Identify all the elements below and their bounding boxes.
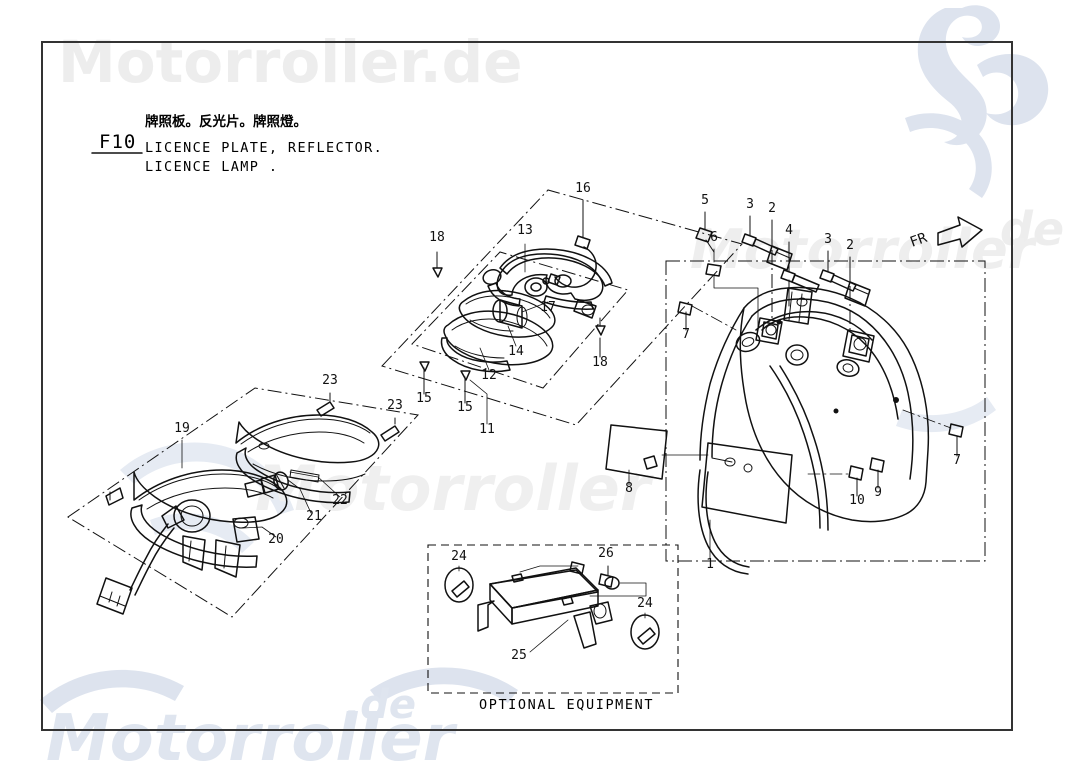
callout-number: 1 [706, 557, 714, 572]
fender-boundary [665, 260, 986, 562]
leader-lines-reflector [181, 439, 341, 538]
orientation-indicator: FR [908, 216, 983, 251]
part-23-screws [316, 392, 400, 442]
callout-number: 6 [710, 230, 718, 245]
callout-number: 11 [479, 422, 495, 437]
watermark-top: Motorroller.de [58, 28, 523, 96]
part-15-screws [419, 361, 471, 404]
part-9-10-nut-washer [807, 457, 885, 497]
callout-number: 23 [322, 373, 338, 388]
brand-logo-watermark-bottom [40, 667, 518, 713]
callout-number: 17 [540, 300, 556, 315]
callout-number: 15 [416, 391, 432, 406]
callout-number: 5 [701, 193, 709, 208]
callout-number: 16 [575, 181, 591, 196]
watermark-center: Motorroller [255, 452, 654, 525]
callout-number: 21 [306, 509, 322, 524]
fr-label: FR [908, 230, 930, 251]
part-22-reflector-lens [235, 414, 380, 504]
part-4-bolt [780, 241, 820, 307]
callout-number: 4 [785, 223, 793, 238]
fr-arrow-icon [937, 216, 983, 248]
part-5-6-bolt-nut [695, 211, 759, 331]
callout-number: 20 [268, 532, 284, 547]
callout-number: 2 [768, 201, 776, 216]
callout-number: 8 [625, 481, 633, 496]
title-line-2: LICENCE LAMP . [145, 159, 278, 175]
title-block: F10 牌照板。反光片。牌照燈。 LICENCE PLATE, REFLECTO… [91, 113, 383, 175]
part-16-wire-connector [542, 199, 597, 288]
watermark-bottom: Motorroller [46, 702, 458, 768]
part-2-3-clips-and-bolts [741, 215, 875, 363]
assembly-boundary-inner [411, 251, 629, 389]
part-7-bolts [677, 301, 964, 457]
licence-lamp-assembly-group [381, 189, 743, 426]
callout-number: 7 [682, 327, 690, 342]
optional-equipment-label: OPTIONAL EQUIPMENT [479, 697, 654, 713]
brand-logo-watermark-topright [905, 5, 1049, 198]
part-12-licence-plate [440, 310, 554, 373]
brand-logo-watermark-right [896, 397, 996, 433]
part-14-lamp-lens [458, 289, 556, 338]
callout-number: 25 [511, 648, 527, 663]
page-border [41, 41, 1013, 731]
callout-number: 22 [332, 493, 348, 508]
title-cjk: 牌照板。反光片。牌照燈。 [145, 113, 307, 130]
callout-number: 13 [517, 223, 533, 238]
optional-equipment-group: OPTIONAL EQUIPMENT [427, 544, 679, 713]
watermark-bottom-suffix: .de [345, 682, 416, 728]
rear-fender-assembly-group [605, 211, 986, 575]
callout-number: 9 [874, 485, 882, 500]
part-24-screws [444, 565, 660, 650]
callout-number: 24 [451, 549, 467, 564]
leader-bracket-top [519, 565, 579, 573]
callout-number: 3 [824, 232, 832, 247]
callout-number: 2 [846, 238, 854, 253]
callout-number: 23 [387, 398, 403, 413]
callout-number: 15 [457, 400, 473, 415]
callout-number: 18 [429, 230, 445, 245]
callout-number: 10 [849, 493, 865, 508]
section-id: F10 [99, 131, 136, 153]
part-20-lamp-body [96, 469, 288, 615]
reflector-boundary [67, 387, 419, 618]
optional-equipment-boundary [427, 544, 679, 694]
callout-number: 14 [508, 344, 524, 359]
callout-number: 24 [637, 596, 653, 611]
callout-number: 7 [953, 453, 961, 468]
watermark-right-suffix: de [1000, 202, 1064, 256]
callout-number: 12 [481, 368, 497, 383]
callout-number: 19 [174, 421, 190, 436]
part-26-bolt [589, 565, 647, 597]
callout-number: 3 [746, 197, 754, 212]
part-18-screws [432, 251, 606, 358]
reflector-assembly-group [67, 387, 419, 618]
callout-number: 18 [592, 355, 608, 370]
part-8-licence-plate-panel [605, 424, 709, 486]
leader-lines-lamp-assembly [469, 243, 549, 425]
title-line-1: LICENCE PLATE, REFLECTOR. [145, 140, 383, 156]
callout-number: 26 [598, 546, 614, 561]
assembly-boundary-outer [381, 189, 743, 426]
part-25-bracket [477, 567, 613, 653]
